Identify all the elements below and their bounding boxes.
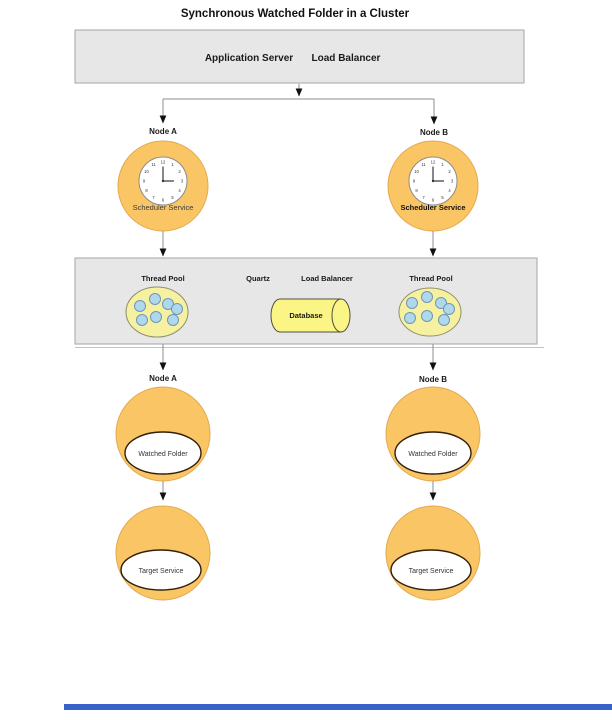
clock-number: 7: [422, 195, 425, 200]
target-service-left-label: Target Service: [139, 568, 184, 575]
clock-number: 12: [161, 160, 166, 165]
thread-icon: [150, 311, 162, 323]
application-server-label: Application Server: [205, 53, 293, 64]
clock-number: 4: [178, 188, 181, 193]
clock-number: 9: [413, 179, 416, 184]
thread-pool-left-label: Thread Pool: [141, 274, 184, 283]
scheduler-service-b-label: Scheduler Service: [400, 203, 465, 212]
database-cylinder-icon: Database: [270, 298, 351, 333]
clock-center-dot: [431, 179, 435, 183]
target-service-right-label: Target Service: [409, 568, 454, 575]
clock-number: 2: [448, 169, 451, 174]
clock-number: 7: [152, 195, 155, 200]
watched-folder-b-label: Watched Folder: [408, 451, 458, 458]
watched-node-b-label: Node B: [419, 375, 447, 384]
thread-pool-icon: [398, 287, 462, 337]
clock-number: 2: [178, 169, 181, 174]
thread-icon: [421, 291, 433, 303]
thread-icon: [136, 314, 148, 326]
thread-icon: [435, 297, 447, 309]
scheduler-node-a-label: Node A: [149, 127, 177, 136]
thread-icon: [171, 303, 183, 315]
target-service-oval: [390, 549, 472, 591]
clock-number: 1: [171, 162, 174, 167]
database-label: Database: [289, 311, 322, 320]
clock-number: 5: [171, 195, 174, 200]
thread-icon: [162, 298, 174, 310]
watched-folder-oval: [124, 431, 202, 475]
scheduler-node-b-label: Node B: [420, 128, 448, 137]
clock-number: 6: [162, 198, 165, 203]
scheduler-service-a-label: Scheduler Service: [133, 203, 194, 212]
clock-number: 1: [441, 162, 444, 167]
footer-rule: [64, 704, 612, 710]
clock-number: 6: [432, 198, 435, 203]
quartz-label: Quartz: [246, 274, 270, 283]
clock-number: 3: [181, 179, 184, 184]
thread-icon: [167, 314, 179, 326]
thread-icon: [404, 312, 416, 324]
clock-number: 11: [421, 162, 426, 167]
clock-number: 8: [415, 188, 418, 193]
database-body: [270, 298, 342, 333]
target-service-oval: [120, 549, 202, 591]
clock-number: 4: [448, 188, 451, 193]
thread-icon: [443, 303, 455, 315]
load-balancer-top-label: Load Balancer: [312, 53, 381, 64]
clock-number: 5: [441, 195, 444, 200]
watched-node-a-label: Node A: [149, 374, 177, 383]
clock-number: 11: [151, 162, 156, 167]
clock-number: 12: [431, 160, 436, 165]
clock-number: 10: [144, 169, 149, 174]
thread-icon: [438, 314, 450, 326]
thread-icon: [149, 293, 161, 305]
watched-folder-a-label: Watched Folder: [138, 451, 188, 458]
database-cap: [331, 298, 351, 333]
thread-icon: [406, 297, 418, 309]
thread-pool-right-label: Thread Pool: [409, 274, 452, 283]
clock-number: 8: [145, 188, 148, 193]
application-server-box: [74, 29, 525, 84]
diagram-title: Synchronous Watched Folder in a Cluster: [181, 8, 410, 20]
clock-number: 3: [451, 179, 454, 184]
watched-folder-oval: [394, 431, 472, 475]
thread-icon: [134, 300, 146, 312]
clock-center-dot: [161, 179, 165, 183]
thread-pool-icon: [125, 286, 189, 338]
clock-number: 9: [143, 179, 146, 184]
thread-icon: [421, 310, 433, 322]
clock-number: 10: [414, 169, 419, 174]
load-balancer-band-label: Load Balancer: [301, 274, 353, 283]
